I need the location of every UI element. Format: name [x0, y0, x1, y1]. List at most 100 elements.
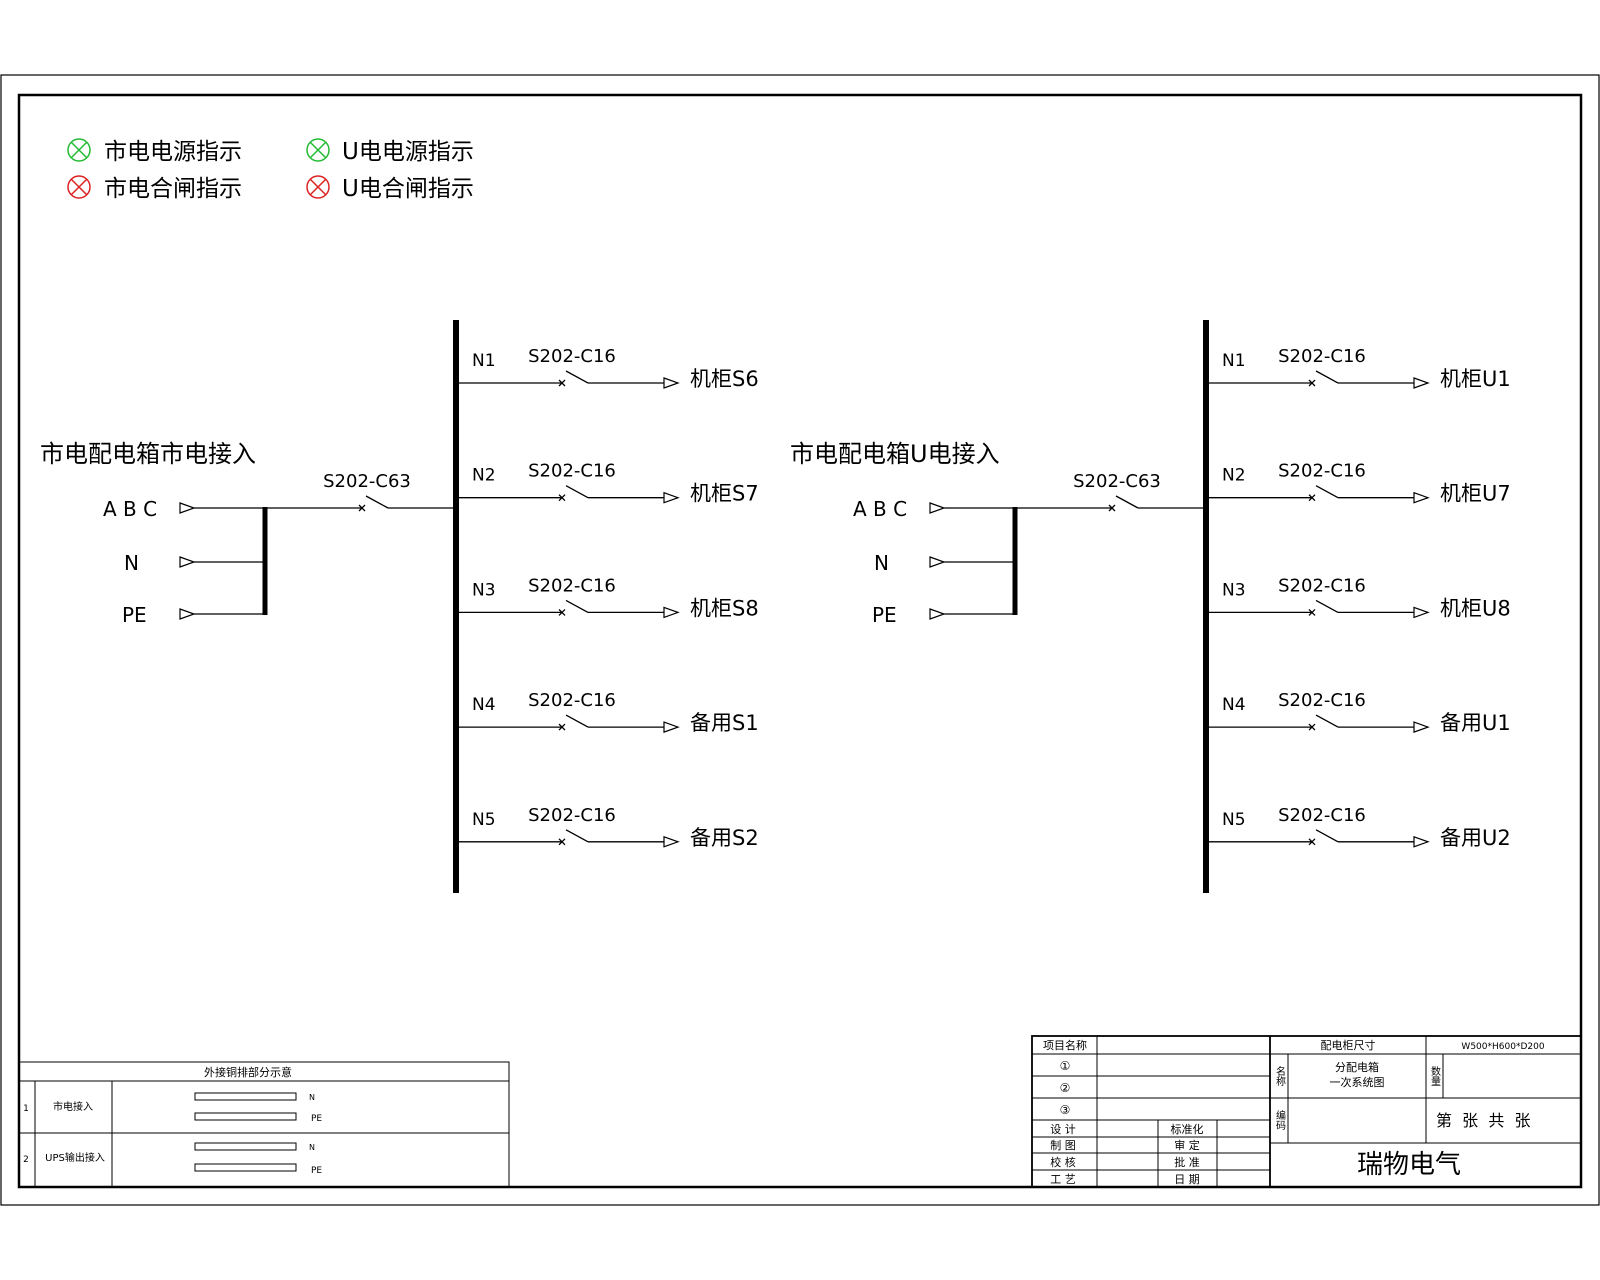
legend-label: 市电合闸指示 [104, 176, 242, 202]
role-check: 校 核 [1050, 1155, 1076, 1169]
row-name: 市电接入 [53, 1100, 93, 1113]
role-approve: 批 准 [1174, 1155, 1200, 1169]
legend-item: U电合闸指示 [306, 175, 474, 202]
system-title: 市电配电箱市电接入 [40, 440, 256, 468]
branch-circuit: N5 S202-C16 备用U2 [1209, 805, 1511, 850]
terminal-arrow-icon [179, 556, 196, 568]
branch-load-label: 机柜U8 [1440, 596, 1511, 620]
role-design: 设 计 [1050, 1123, 1076, 1136]
input-phase-label: A B C [853, 497, 907, 521]
branch-breaker-label: S202-C16 [1278, 805, 1366, 826]
name-label: 名称 [1274, 1065, 1286, 1087]
legend: 市电电源指示 U电电源指示 市电合闸指示 U电合闸指示 [67, 138, 474, 202]
branch-breaker-symbol [1308, 714, 1339, 731]
system-title: 市电配电箱U电接入 [790, 440, 1000, 468]
branch-breaker-label: S202-C16 [1278, 575, 1366, 596]
qty-label: 数量 [1429, 1065, 1441, 1086]
table-row: 1 市电接入 N PE [23, 1092, 322, 1124]
terminal-arrow-icon [1413, 721, 1430, 733]
terminal-arrow-icon [663, 377, 680, 389]
branch-number: N2 [472, 466, 496, 486]
circled-number: ② [1060, 1081, 1071, 1095]
busbar-bar [194, 1092, 297, 1101]
terminal-arrow-icon [663, 491, 680, 504]
branch-circuit: N1 S202-C16 机柜S6 [459, 346, 759, 391]
branch-breaker-label: S202-C16 [528, 346, 616, 367]
branch-load-label: 机柜S7 [690, 482, 759, 506]
branch-number: N5 [1222, 810, 1246, 830]
branch-breaker-symbol [1308, 485, 1339, 502]
branch-breaker-label: S202-C16 [1278, 690, 1366, 711]
busbar-bar [194, 1163, 297, 1172]
company-name: 瑞物电气 [1357, 1150, 1461, 1180]
busbar-bar [194, 1112, 297, 1121]
branch-number: N1 [1222, 351, 1246, 371]
drawing-name-line2: 一次系统图 [1330, 1075, 1385, 1089]
input-phase-label: PE [122, 603, 147, 627]
terminal-arrow-icon [1413, 835, 1430, 848]
busbar-bar [194, 1142, 297, 1151]
branch-breaker-label: S202-C16 [528, 575, 616, 596]
terminal-arrow-icon [179, 502, 196, 514]
inner-frame [17, 93, 1583, 1189]
legend-item: 市电合闸指示 [67, 175, 242, 202]
branch-breaker-label: S202-C16 [1278, 461, 1366, 482]
main-breaker-label: S202-C63 [1073, 471, 1161, 492]
row-name: UPS输出接入 [45, 1151, 105, 1164]
branch-breaker-label: S202-C16 [528, 690, 616, 711]
input-phase-label: PE [872, 603, 897, 627]
terminal-arrow-icon [929, 608, 946, 620]
branch-breaker-symbol [558, 714, 589, 731]
table-row: 2 UPS输出接入 N PE [23, 1142, 322, 1176]
branch-number: N1 [472, 351, 496, 371]
busbar-table-title: 外接铜排部分示意 [204, 1065, 292, 1079]
title-block: 项目名称 ① ② ③ 设 计 制 图 校 核 工 艺 标准化 审 定 批 准 日… [1031, 1035, 1582, 1188]
busbar-table: 外接铜排部分示意 1 市电接入 N PE 2 UPS输出接入 N PE [18, 1061, 510, 1188]
branch-number: N5 [472, 810, 496, 830]
code-label: 编码 [1274, 1109, 1286, 1131]
indicator-lamp-icon [306, 138, 330, 162]
branch-number: N4 [472, 695, 496, 715]
project-name-label: 项目名称 [1043, 1038, 1087, 1052]
legend-label: U电电源指示 [342, 139, 474, 165]
branch-breaker-symbol [1308, 599, 1339, 616]
role-process: 工 艺 [1050, 1173, 1076, 1186]
role-review: 审 定 [1174, 1138, 1200, 1152]
legend-item: 市电电源指示 [67, 138, 242, 165]
circled-number: ③ [1060, 1103, 1071, 1117]
role-standard: 标准化 [1171, 1122, 1204, 1136]
branch-breaker-symbol [558, 485, 589, 502]
legend-item: U电电源指示 [306, 138, 474, 165]
terminal-arrow-icon [929, 556, 946, 568]
branch-breaker-symbol [558, 370, 589, 387]
legend-label: U电合闸指示 [342, 176, 474, 202]
branch-breaker-label: S202-C16 [528, 805, 616, 826]
role-drawing: 制 图 [1050, 1139, 1076, 1152]
sheet-count: 第 张 共 张 [1436, 1111, 1531, 1130]
indicator-lamp-icon [306, 175, 330, 199]
terminal-arrow-icon [663, 835, 680, 848]
branch-load-label: 机柜S6 [690, 367, 759, 391]
busbar-label: PE [311, 1114, 322, 1124]
input-phase-label: A B C [103, 497, 157, 521]
branch-number: N2 [1222, 466, 1246, 486]
legend-label: 市电电源指示 [104, 139, 242, 165]
main-breaker-symbol [1108, 495, 1139, 512]
branch-breaker-symbol [1308, 829, 1339, 846]
terminal-arrow-icon [179, 608, 196, 620]
branch-load-label: 备用U2 [1440, 826, 1511, 850]
branch-load-label: 机柜U1 [1440, 367, 1511, 391]
branch-breaker-label: S202-C16 [1278, 346, 1366, 367]
busbar-label: N [309, 1093, 315, 1102]
input-phase-label: N [874, 551, 889, 575]
role-date: 日 期 [1174, 1173, 1200, 1186]
branch-load-label: 备用S2 [690, 826, 759, 850]
busbar-label: PE [311, 1166, 322, 1176]
